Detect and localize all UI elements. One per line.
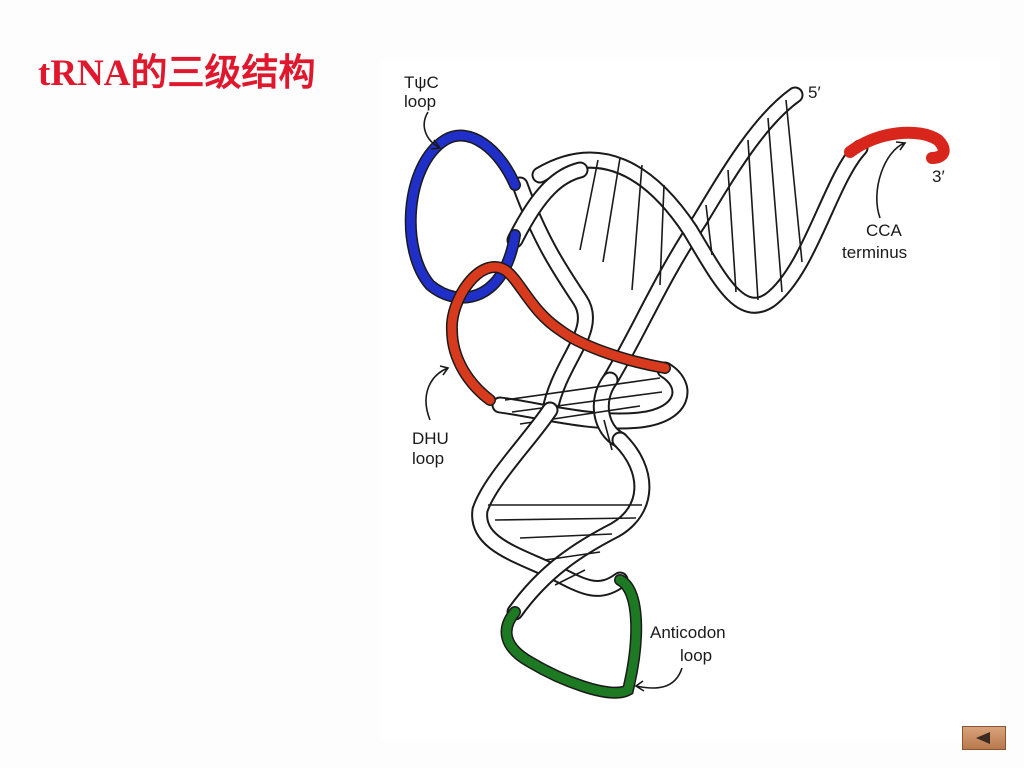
anticodon-label-line2: loop [680,646,712,665]
anticodon-stem [471,401,651,621]
anticodon-loop [500,574,643,699]
anticodon-stem-base-pairs [488,419,642,586]
tpsic-stem [506,161,594,419]
tpsic-label-line1: TψC [404,73,439,92]
acceptor-stem [531,86,869,389]
trna-structure-diagram: TψC loop 5′ 3′ CCA terminus DHU loop Ant… [380,60,1000,740]
tpsic-arrow-icon [423,111,441,149]
back-button[interactable] [962,726,1006,750]
anticodon-arrowhead-icon [634,680,645,692]
cca-terminus [844,126,950,164]
tpsic-label-line2: loop [404,92,436,111]
cca-arrowhead-icon [895,141,907,151]
cca-label-line2: terminus [842,243,907,262]
anticodon-arrow-icon [635,667,683,689]
dhu-loop [445,261,671,406]
cca-label-line1: CCA [866,221,903,240]
d-stem [491,361,689,449]
acceptor-stem-base-pairs [579,99,803,301]
dhu-label-line1: DHU [412,429,449,448]
slide-title: tRNA的三级结构 [38,53,316,94]
dhu-arrowhead-icon [439,365,450,376]
dhu-label-line2: loop [412,449,444,468]
triangle-left-icon [976,732,990,744]
dhu-arrow-icon [425,367,449,421]
tpsic-loop [404,129,521,304]
five-prime-label: 5′ [808,83,821,102]
tpsic-arrowhead-icon [430,139,442,150]
three-prime-label: 3′ [932,167,945,186]
anticodon-label-line1: Anticodon [650,623,726,642]
cca-arrow-icon [876,142,906,219]
